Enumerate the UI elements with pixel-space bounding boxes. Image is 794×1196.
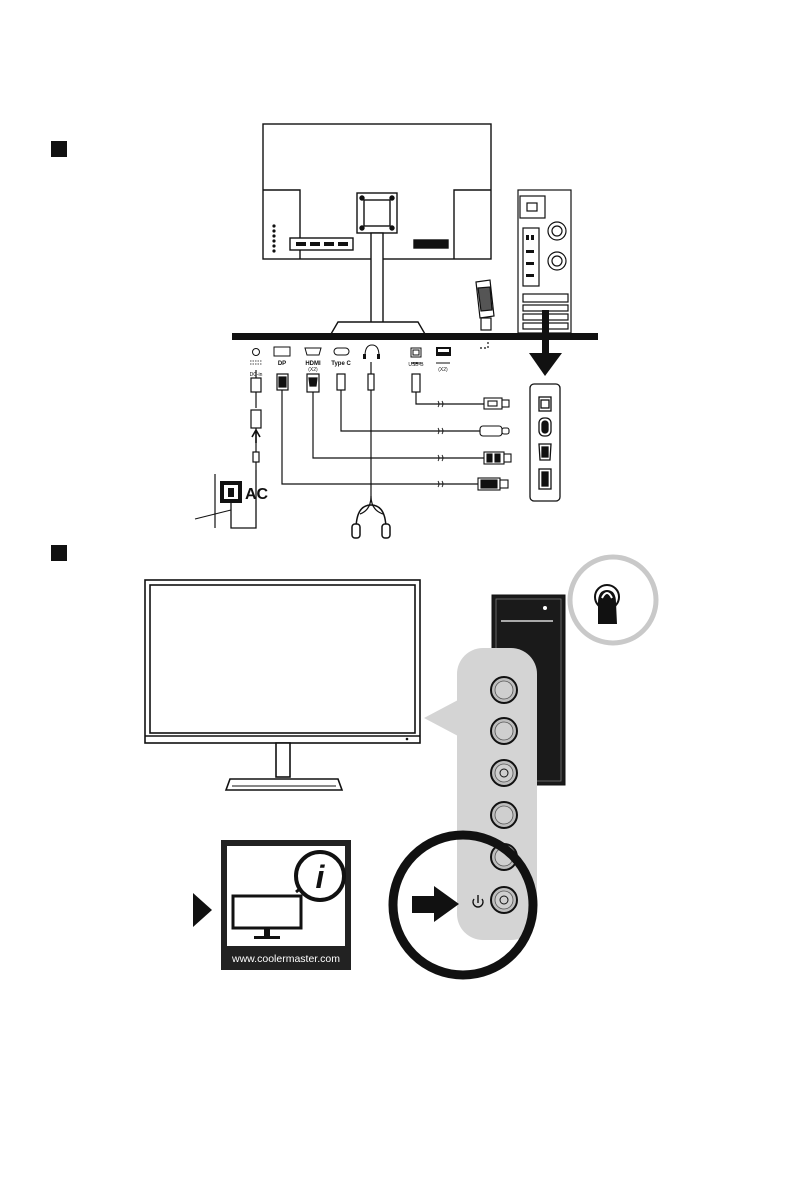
monitor-back-icon	[262, 123, 492, 335]
headphones-icon	[351, 504, 391, 539]
pc-side-plugs	[477, 397, 512, 491]
power-outlet-icon: AC	[194, 470, 269, 529]
osd-button-1[interactable]	[490, 676, 518, 704]
step-1-marker	[51, 141, 67, 157]
desk-surface	[232, 333, 598, 340]
cable-break-marks	[437, 400, 444, 488]
pointer-triangle-icon	[193, 893, 212, 927]
usb-a-port-icon: (X2)	[436, 347, 451, 373]
info-icon: i	[294, 850, 346, 902]
power-button[interactable]	[490, 886, 518, 914]
usb-b-port-icon: USB-B	[408, 347, 424, 368]
step-2-marker	[51, 545, 67, 561]
usb-dongle-icon	[475, 279, 495, 349]
ac-label: AC	[245, 486, 269, 503]
monitor-buttons	[490, 676, 518, 914]
typec-port-label: Type C	[331, 361, 351, 367]
cable-bundle	[250, 362, 484, 515]
pc-port-panel	[529, 383, 561, 502]
monitor-front-icon	[144, 579, 421, 791]
svg-text:i: i	[316, 859, 326, 895]
hdmi-count-label: (X2)	[308, 367, 318, 373]
callout-pointer	[424, 700, 458, 736]
arrow-up-icon	[251, 428, 261, 443]
port-label-row: DC-in DP HDMI (X2) Type C USB-B (X2)	[250, 344, 451, 378]
power-button-icon	[472, 895, 484, 908]
headphone-jack-icon	[363, 344, 380, 359]
osd-button-4[interactable]	[490, 801, 518, 829]
pc-power-button-zoom	[567, 554, 659, 646]
usb-upstream-label: USB-B	[408, 362, 424, 368]
hdmi-port-label: HDMI	[305, 361, 321, 367]
arrow-down-icon	[529, 310, 562, 376]
usb-downstream-count-label: (X2)	[438, 367, 448, 373]
osd-button-2[interactable]	[490, 717, 518, 745]
support-url: www.coolermaster.com	[231, 953, 340, 965]
info-card: i www.coolermaster.com	[221, 840, 351, 970]
arrow-right-icon	[412, 886, 459, 922]
dp-port-label: DP	[278, 361, 286, 367]
osd-button-3[interactable]	[490, 759, 518, 787]
power-button-highlight-circle	[388, 830, 538, 980]
